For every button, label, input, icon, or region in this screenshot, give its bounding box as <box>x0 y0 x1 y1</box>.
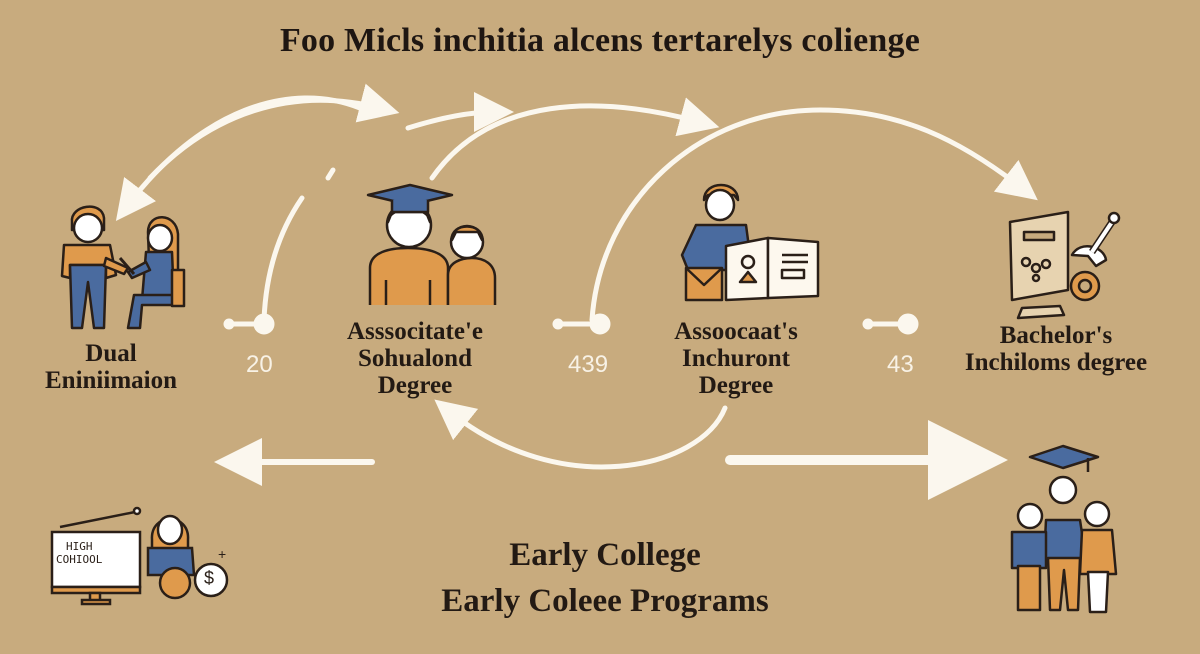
student-book-icon <box>680 183 820 302</box>
node-label-line: Inchuront <box>682 345 790 372</box>
monitor-text: HIGH COHIOOL <box>56 540 136 566</box>
monitor-text-line: COHIOOL <box>56 553 103 566</box>
diploma-tools-icon <box>1008 210 1121 320</box>
high-school-monitor-icon <box>50 506 142 606</box>
student-teacher-icon <box>60 205 186 330</box>
node-associate-1: Asssocitate'e Sohualond Degree <box>335 318 495 399</box>
connector-value: 43 <box>887 351 914 378</box>
node-label-line: Degree <box>698 372 774 399</box>
node-associate-2: Assoocaat's Inchuront Degree <box>656 318 816 399</box>
node-label-line: Assoocaat's <box>674 318 798 345</box>
node-label-line: Dual <box>85 340 137 367</box>
node-label-line: Inchiloms degree <box>964 349 1148 376</box>
diagram-title: Foo Micls inchitia alcens tertarelys col… <box>279 22 921 59</box>
arrow-arch-right <box>589 107 1038 323</box>
bottom-caption: Early College Early Coleee Programs <box>380 532 830 624</box>
node-label-line: Sohualond <box>358 345 472 372</box>
connector-value: 20 <box>246 351 273 378</box>
graduate-pair-icon <box>366 183 497 305</box>
caption-line-2: Early Coleee Programs <box>441 583 769 619</box>
plus-icon: + <box>218 546 227 562</box>
node-label-line: Degree <box>377 372 453 399</box>
caption-line-1: Early College <box>509 537 701 573</box>
student-coins-icon <box>146 514 229 600</box>
dollar-icon: $ <box>204 568 215 588</box>
arrow-arch-middle <box>429 97 720 181</box>
arrow-curve-back <box>434 399 728 470</box>
connector-value: 439 <box>568 351 609 378</box>
node-bachelor: Bachelor's Inchiloms degree <box>942 322 1170 376</box>
arrow-short-top <box>405 92 514 133</box>
node-label-line: Bachelor's <box>999 322 1113 349</box>
monitor-text-line: HIGH <box>66 540 93 553</box>
node-label-line: Eniniimaion <box>45 367 177 394</box>
family-graduate-icon <box>1010 444 1118 614</box>
node-label-line: Asssocitate'e <box>346 318 484 345</box>
node-dual-enrollment: Dual Eniniimaion <box>16 340 206 394</box>
